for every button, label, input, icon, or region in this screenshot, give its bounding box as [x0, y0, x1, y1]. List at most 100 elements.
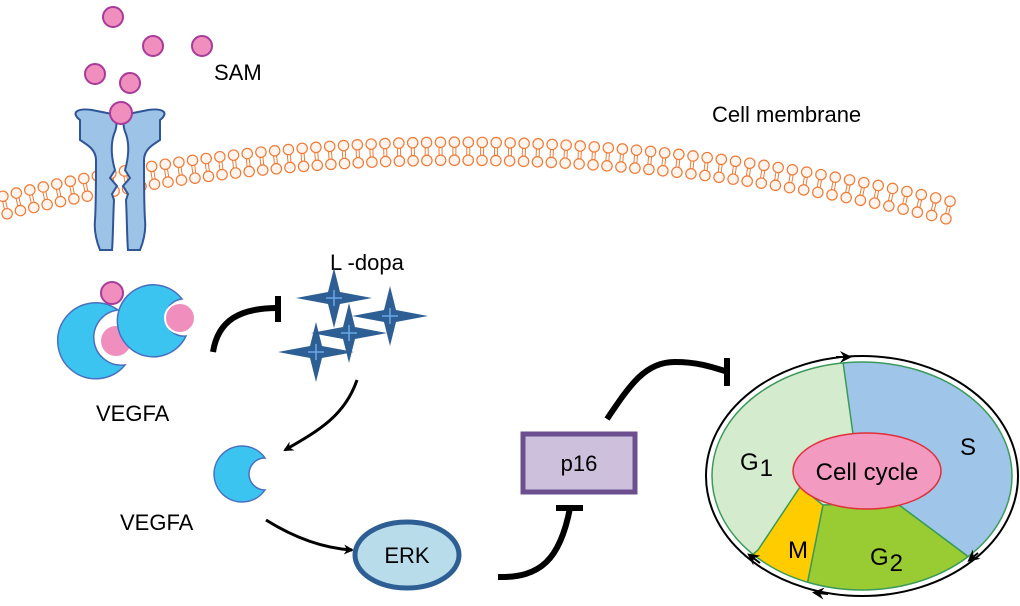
lipid-head — [573, 158, 585, 170]
lipid-head — [50, 178, 63, 190]
lipid-head — [352, 156, 365, 169]
lipid-head — [727, 173, 739, 185]
lipid-head — [915, 188, 928, 201]
lipid-head — [162, 176, 174, 188]
cycle-direction-arrow — [812, 587, 829, 600]
cell-membrane-label: Cell membrane — [712, 102, 861, 127]
lipid-head — [546, 138, 558, 151]
sam-molecule — [142, 35, 164, 57]
lipid-head — [159, 158, 172, 171]
lipid-head — [657, 164, 669, 177]
lipid-head — [574, 140, 586, 152]
lipid-head — [24, 184, 36, 196]
lipid-head — [729, 155, 742, 168]
lipid-head — [601, 160, 613, 172]
lipid-head — [54, 195, 67, 208]
lipid-head — [476, 154, 488, 167]
lipid-head — [406, 136, 419, 149]
cell-cycle-center — [792, 432, 942, 510]
lipid-head — [420, 136, 433, 149]
lipid-head — [311, 159, 324, 172]
lipid-head — [490, 154, 502, 167]
ldopa-glint — [341, 325, 357, 341]
sam-molecule-bound — [164, 302, 196, 334]
lipid-head — [189, 172, 201, 184]
lipid-head — [41, 198, 53, 211]
lipid-head — [379, 137, 391, 150]
phase-m-label: M — [788, 537, 808, 564]
lipid-head — [268, 144, 281, 157]
vegfa-bound-group — [57, 281, 196, 380]
lipid-head — [797, 184, 810, 196]
ldopa-glint — [326, 290, 342, 306]
ldopa-glint — [308, 344, 324, 360]
lipid-head — [200, 152, 212, 165]
cell-cycle-ring — [705, 355, 1019, 597]
lipid-head — [270, 162, 283, 175]
cycle-direction-arrow — [747, 553, 761, 566]
cell-cycle-label: Cell cycle — [816, 459, 919, 486]
lipid-head — [148, 178, 161, 190]
lipid-head — [800, 166, 813, 178]
phase-g1-label: G1 — [740, 449, 773, 482]
lipid-head — [490, 136, 502, 149]
lipid-head — [365, 138, 377, 150]
lipid-head — [886, 182, 899, 195]
lipid-head — [883, 200, 895, 212]
sam-molecule — [84, 63, 106, 85]
lipid-head — [687, 150, 699, 162]
lipid-head — [297, 160, 310, 173]
sam-molecule — [100, 281, 124, 305]
lipid-head — [783, 181, 796, 194]
lipid-head — [699, 169, 711, 182]
lipid-head — [10, 187, 23, 199]
lipid-head — [769, 179, 782, 192]
lipid-head — [587, 159, 599, 171]
lipid-head — [214, 150, 226, 163]
lipid-head — [643, 163, 655, 176]
lipid-head — [282, 143, 295, 156]
cycle-direction-arrow — [967, 549, 981, 562]
lipid-head — [0, 190, 9, 203]
lipid-head — [901, 185, 913, 198]
lipid-head — [338, 157, 351, 170]
erk-node — [352, 519, 462, 591]
lipid-head — [68, 193, 80, 205]
lipid-head — [715, 153, 728, 166]
lipid-head — [755, 177, 768, 189]
p16-node — [520, 431, 638, 495]
lipid-head — [741, 175, 753, 187]
lipid-head — [758, 159, 770, 172]
sam-molecule — [109, 101, 133, 125]
lipid-head — [407, 154, 419, 167]
lipid-head — [78, 172, 90, 185]
lipid-head — [229, 167, 242, 179]
lipid-head — [685, 168, 697, 180]
lipid-head — [812, 186, 824, 199]
lipid-head — [64, 175, 77, 188]
lipid-head — [854, 194, 867, 207]
lipid-head — [786, 163, 799, 176]
lipid-head — [145, 160, 158, 173]
lipid-head — [531, 156, 544, 168]
lipid-head — [671, 166, 683, 179]
vegfa-free-label: VEGFA — [120, 510, 194, 535]
lipid-head — [434, 136, 447, 149]
lipid-head — [202, 170, 215, 183]
lipid-head — [545, 156, 558, 169]
lipid-head — [743, 157, 756, 170]
lipid-head — [940, 212, 952, 225]
lipid-head — [255, 146, 267, 158]
erk-label: ERK — [384, 543, 430, 568]
vegfa-protein — [57, 302, 127, 380]
lipid-head — [925, 209, 938, 222]
lipid-head — [393, 137, 405, 149]
lipid-head — [616, 143, 629, 155]
lipid-head — [448, 154, 461, 167]
lipid-head — [532, 138, 544, 150]
lipid-head — [588, 141, 601, 153]
sam-molecule — [191, 35, 213, 57]
lipid-head — [858, 176, 870, 189]
sam-molecules — [84, 6, 213, 125]
